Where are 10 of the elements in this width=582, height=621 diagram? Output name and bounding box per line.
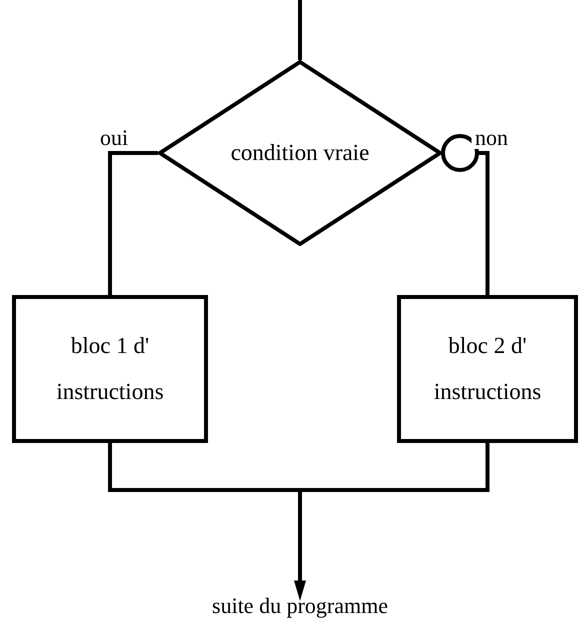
connector-line [298, 0, 302, 60]
connector-line [108, 151, 158, 295]
process-box [12, 295, 208, 443]
node-text: bloc 1 d' instructions [55, 332, 165, 406]
process-box [397, 295, 578, 443]
arrow [294, 443, 490, 601]
node-text: bloc 2 d' instructions [432, 332, 542, 406]
connector-line [441, 134, 490, 295]
flow-end-text: suite du programme [212, 595, 388, 617]
node-text: condition vraie [230, 139, 370, 167]
